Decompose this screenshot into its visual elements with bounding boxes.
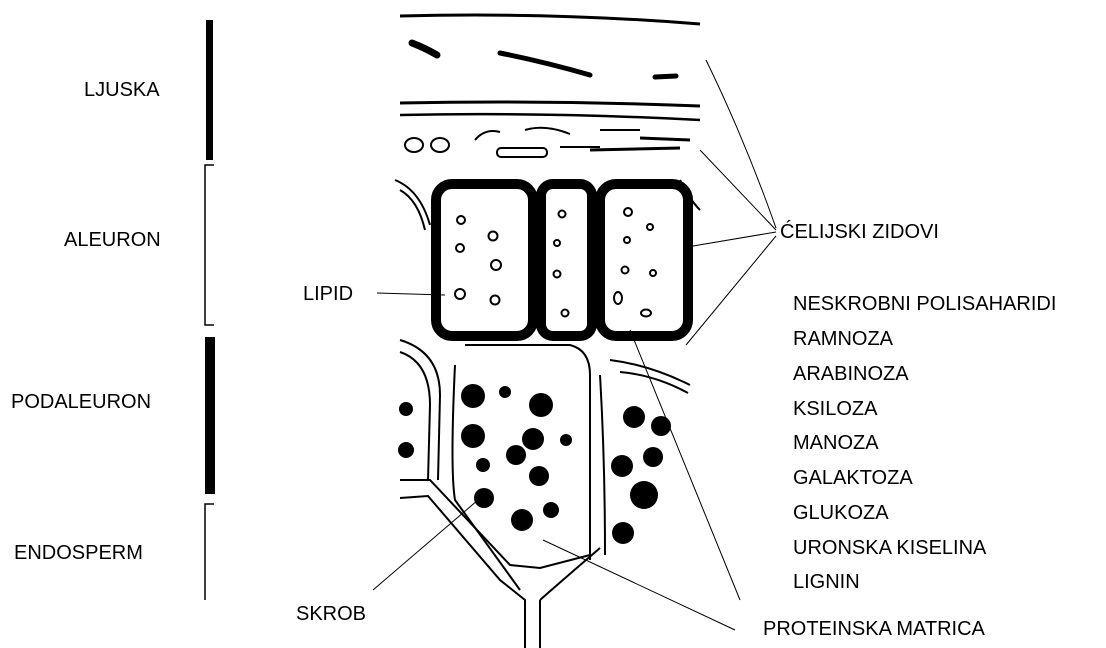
polysaccharide-item: GALAKTOZA [793, 468, 913, 488]
protein-matrix-label: PROTEINSKA MATRICA [763, 619, 985, 639]
layer-label-aleuron: ALEURON [64, 230, 161, 250]
aleuron-bracket [205, 165, 214, 325]
podaleuron-bar [205, 337, 215, 494]
hull-layers [400, 15, 700, 157]
aleurone-cell-right [600, 184, 688, 336]
starch-label: SKROB [296, 604, 366, 624]
polysaccharide-item: KSILOZA [793, 399, 877, 419]
polysaccharides-title: NESKROBNI POLISAHARIDI [793, 294, 1056, 314]
polysaccharide-item: MANOZA [793, 433, 879, 453]
ljuska-bar [206, 20, 213, 160]
leader-lines [373, 60, 776, 630]
polysaccharide-item: LIGNIN [793, 572, 860, 592]
layer-label-ljuska: LJUSKA [84, 80, 160, 100]
layer-indicators [205, 20, 215, 600]
polysaccharide-item: ARABINOZA [793, 364, 909, 384]
aleurone-cell-left [436, 184, 533, 336]
polysaccharide-item: GLUKOZA [793, 503, 889, 523]
aleurone-cell-middle [541, 184, 592, 336]
layer-label-podaleuron: PODALEURON [11, 392, 151, 412]
endosperm-bracket [205, 504, 214, 600]
polysaccharide-item: RAMNOZA [793, 329, 893, 349]
lipid-label: LIPID [303, 284, 353, 304]
layer-label-endosperm: ENDOSPERM [14, 543, 143, 563]
polysaccharide-item: URONSKA KISELINA [793, 538, 986, 558]
cell-walls-label: ĆELIJSKI ZIDOVI [780, 222, 939, 242]
